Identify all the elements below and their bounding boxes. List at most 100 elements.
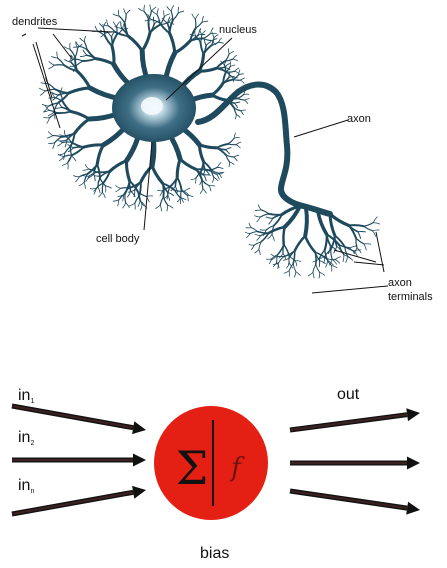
dendrite-branch	[94, 188, 96, 194]
dendrite-branch	[233, 55, 237, 59]
dendrite-branch	[167, 205, 168, 211]
input-label-3: inn	[18, 477, 34, 495]
dendrite-branch	[181, 189, 182, 197]
dendrite-branch	[135, 196, 140, 204]
dendrite-branch	[234, 137, 239, 138]
dendrite-branch	[52, 57, 58, 59]
axon-terminal-branch	[373, 230, 380, 231]
dendrite-branch	[123, 188, 129, 195]
dendrite-branch	[225, 54, 229, 61]
dendrite-branch	[245, 99, 250, 101]
dendrite-branch	[167, 7, 171, 12]
dendrite-branch	[213, 177, 214, 182]
dendrite-branch	[74, 147, 84, 148]
axon-terminal-branch	[283, 245, 284, 254]
axon-terminal-branch	[277, 255, 278, 263]
axon-terminal-branch	[319, 272, 320, 278]
dendrite-branch	[76, 61, 83, 66]
dendrite-branch	[53, 136, 62, 137]
dendrite-branch	[41, 83, 48, 84]
axon-terminal-branch	[249, 223, 251, 228]
axon-terminal-branch	[305, 208, 307, 236]
dendrite-branch	[76, 177, 80, 182]
dendrite-branch	[241, 110, 246, 111]
dendrite-branch	[191, 178, 196, 180]
dendrite-branch	[160, 197, 163, 205]
dendrite-branch	[138, 201, 140, 207]
dendrite-branch	[84, 145, 104, 147]
axon-terminal-branch	[296, 272, 301, 276]
dendrite-branch	[219, 38, 222, 42]
dendrite-branch	[47, 136, 53, 139]
axon-terminal-branch	[295, 261, 297, 266]
axon-terminal-branch	[356, 238, 364, 244]
dendrite-branch	[73, 176, 79, 177]
dendrite-branch	[160, 191, 163, 196]
dendrite-branch	[58, 58, 64, 65]
dendrite-branch	[118, 200, 119, 206]
dendrite-branch	[195, 178, 196, 183]
dendrite-branch	[157, 9, 158, 15]
dendrite-branch	[48, 132, 52, 136]
axon-terminal-branch	[245, 232, 250, 234]
axon-terminal-branches	[245, 205, 380, 278]
output-arrow-3	[290, 491, 420, 515]
summation-node	[154, 406, 268, 520]
axon-terminal-branch	[313, 273, 314, 279]
dendrite-branch	[118, 10, 119, 16]
dendrite-branch	[204, 175, 206, 181]
dendrite-branch	[102, 183, 103, 192]
dendrite-branch	[177, 159, 180, 177]
axon-terminal-branch	[295, 261, 301, 262]
dendrite-branch	[206, 42, 211, 46]
dendrite-branch	[83, 50, 87, 55]
dendrite-branch	[192, 14, 196, 19]
dendrite-branch	[196, 22, 203, 28]
arrow-head	[132, 421, 146, 434]
output-arrow-1	[290, 408, 420, 430]
dendrite-branch	[200, 180, 202, 185]
axon-terminals-label-line2: terminals	[388, 291, 433, 303]
dendrite-branch	[233, 59, 238, 61]
dendrite-branch	[214, 35, 218, 38]
axon-terminal-branch	[358, 232, 361, 239]
axon-terminal-branch	[346, 256, 348, 262]
dendrite-branch	[40, 91, 45, 95]
dendrite-branch	[139, 9, 145, 12]
dendrite-branch	[80, 38, 85, 42]
dendrite-branch	[49, 143, 55, 144]
axon-terminal-branch	[255, 250, 259, 253]
dendrite-branch	[150, 5, 152, 11]
dendrite-branch	[152, 166, 163, 183]
dendrite-branch	[59, 102, 62, 108]
arrow-head	[406, 502, 420, 515]
axon-terminal-branch	[258, 205, 261, 210]
axon-terminal-branch	[259, 250, 261, 255]
dendrite-branch	[217, 174, 220, 179]
axon-terminal-branch	[251, 245, 254, 250]
axon-terminal-branch	[266, 217, 273, 218]
dendrite-branch	[168, 205, 173, 208]
dendrite-branch	[102, 192, 105, 197]
dendrite-branch	[175, 41, 191, 53]
dendrite-branch	[202, 21, 208, 22]
dendrite-branch	[62, 163, 68, 166]
dendrite-branch	[84, 182, 85, 188]
dendrite-branch	[68, 155, 73, 163]
dendrite-branch	[233, 80, 240, 81]
axon-terminal-branch	[373, 231, 376, 237]
dendrite-branch	[235, 68, 239, 71]
dendrite-branch	[63, 142, 72, 143]
dendrite-branch	[184, 188, 190, 191]
input-label-1: in1	[18, 387, 34, 405]
arrow-shaft-fill	[12, 406, 133, 428]
axon-terminal-branch	[289, 264, 293, 271]
dendrite-branch	[228, 144, 236, 145]
sum-symbol: Σ	[176, 441, 209, 495]
dendrite-branch	[121, 22, 122, 29]
dendrite-branch	[113, 200, 119, 201]
input-arrow-2	[12, 454, 146, 467]
dendrite-branch	[245, 100, 248, 104]
dendrite-branch	[108, 26, 115, 32]
